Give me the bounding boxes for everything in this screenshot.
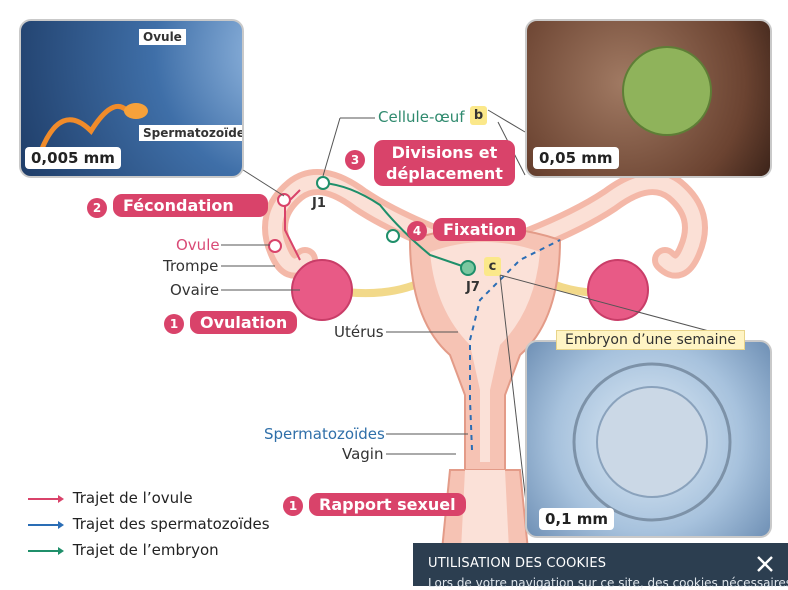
cookie-text: Lors de votre navigation sur ce site, de… bbox=[428, 576, 788, 590]
dividing-cell bbox=[386, 229, 400, 243]
step-num-divisions: 3 bbox=[345, 150, 365, 170]
legend-item-spermatozoides: Trajet des spermatozoïdes bbox=[28, 515, 270, 533]
embryo-caption: Embryon d’une semaine bbox=[556, 330, 745, 350]
label-trompe: Trompe bbox=[163, 257, 219, 275]
step-fixation: Fixation bbox=[433, 218, 527, 241]
legend-item-ovule: Trajet de l’ovule bbox=[28, 489, 193, 507]
fertilization-cell bbox=[277, 193, 291, 207]
tag-c: c bbox=[484, 257, 501, 276]
legend-item-embryon: Trajet de l’embryon bbox=[28, 541, 219, 559]
label-vagin: Vagin bbox=[342, 445, 384, 463]
ovary-right bbox=[587, 259, 649, 321]
label-j7: J7 bbox=[466, 280, 480, 295]
step-fecondation: Fécondation bbox=[113, 194, 268, 217]
embryo-cell bbox=[460, 260, 476, 276]
scale-label-c: 0,1 mm bbox=[539, 508, 615, 530]
photo-label-spermatozoide: Spermatozoïde bbox=[139, 125, 242, 141]
label-cellule-oeuf: Cellule-œuf bbox=[378, 108, 465, 126]
fecondation-micrograph: Ovule Spermatozoïde 0,005 mm bbox=[19, 19, 244, 178]
legend-arrow-pink-icon bbox=[28, 494, 64, 503]
label-j1: J1 bbox=[312, 196, 326, 211]
step-num-fixation: 4 bbox=[407, 221, 427, 241]
close-icon[interactable] bbox=[756, 555, 774, 573]
step-divisions: Divisions et déplacement bbox=[374, 140, 515, 186]
scale-label-a: 0,005 mm bbox=[25, 147, 121, 169]
sperm-image bbox=[38, 103, 148, 152]
ovary-left bbox=[291, 259, 353, 321]
scale-label-b: 0,05 mm bbox=[533, 147, 619, 169]
embryo-image bbox=[572, 362, 732, 522]
legend-label-spermatozoides: Trajet des spermatozoïdes bbox=[72, 515, 270, 533]
label-spermatozoides: Spermatozoïdes bbox=[264, 425, 385, 443]
ovule-cell bbox=[268, 239, 282, 253]
tag-b: b bbox=[470, 106, 487, 125]
step-rapport: Rapport sexuel bbox=[309, 493, 466, 516]
egg-image bbox=[622, 46, 712, 136]
step-num-rapport: 1 bbox=[283, 496, 303, 516]
photo-label-ovule: Ovule bbox=[139, 29, 186, 45]
legend-arrow-blue-icon bbox=[28, 520, 64, 529]
legend-label-ovule: Trajet de l’ovule bbox=[72, 489, 193, 507]
cookie-title: UTILISATION DES COOKIES bbox=[428, 556, 607, 571]
cellule-oeuf-micrograph: 0,05 mm bbox=[525, 19, 772, 178]
zygote-cell bbox=[316, 176, 330, 190]
cookie-banner: UTILISATION DES COOKIES Lors de votre na… bbox=[413, 543, 788, 590]
legend-arrow-green-icon bbox=[28, 546, 64, 555]
embryon-micrograph: 0,1 mm bbox=[525, 340, 772, 538]
legend-label-embryon: Trajet de l’embryon bbox=[72, 541, 219, 559]
label-ovule: Ovule bbox=[176, 236, 220, 254]
step-divisions-line2: déplacement bbox=[386, 164, 503, 183]
label-uterus: Utérus bbox=[334, 323, 384, 341]
step-ovulation: Ovulation bbox=[190, 311, 298, 334]
label-ovaire: Ovaire bbox=[170, 281, 220, 299]
step-num-ovulation: 1 bbox=[164, 314, 184, 334]
step-num-fecondation: 2 bbox=[87, 198, 107, 218]
step-divisions-line1: Divisions et bbox=[391, 143, 498, 162]
